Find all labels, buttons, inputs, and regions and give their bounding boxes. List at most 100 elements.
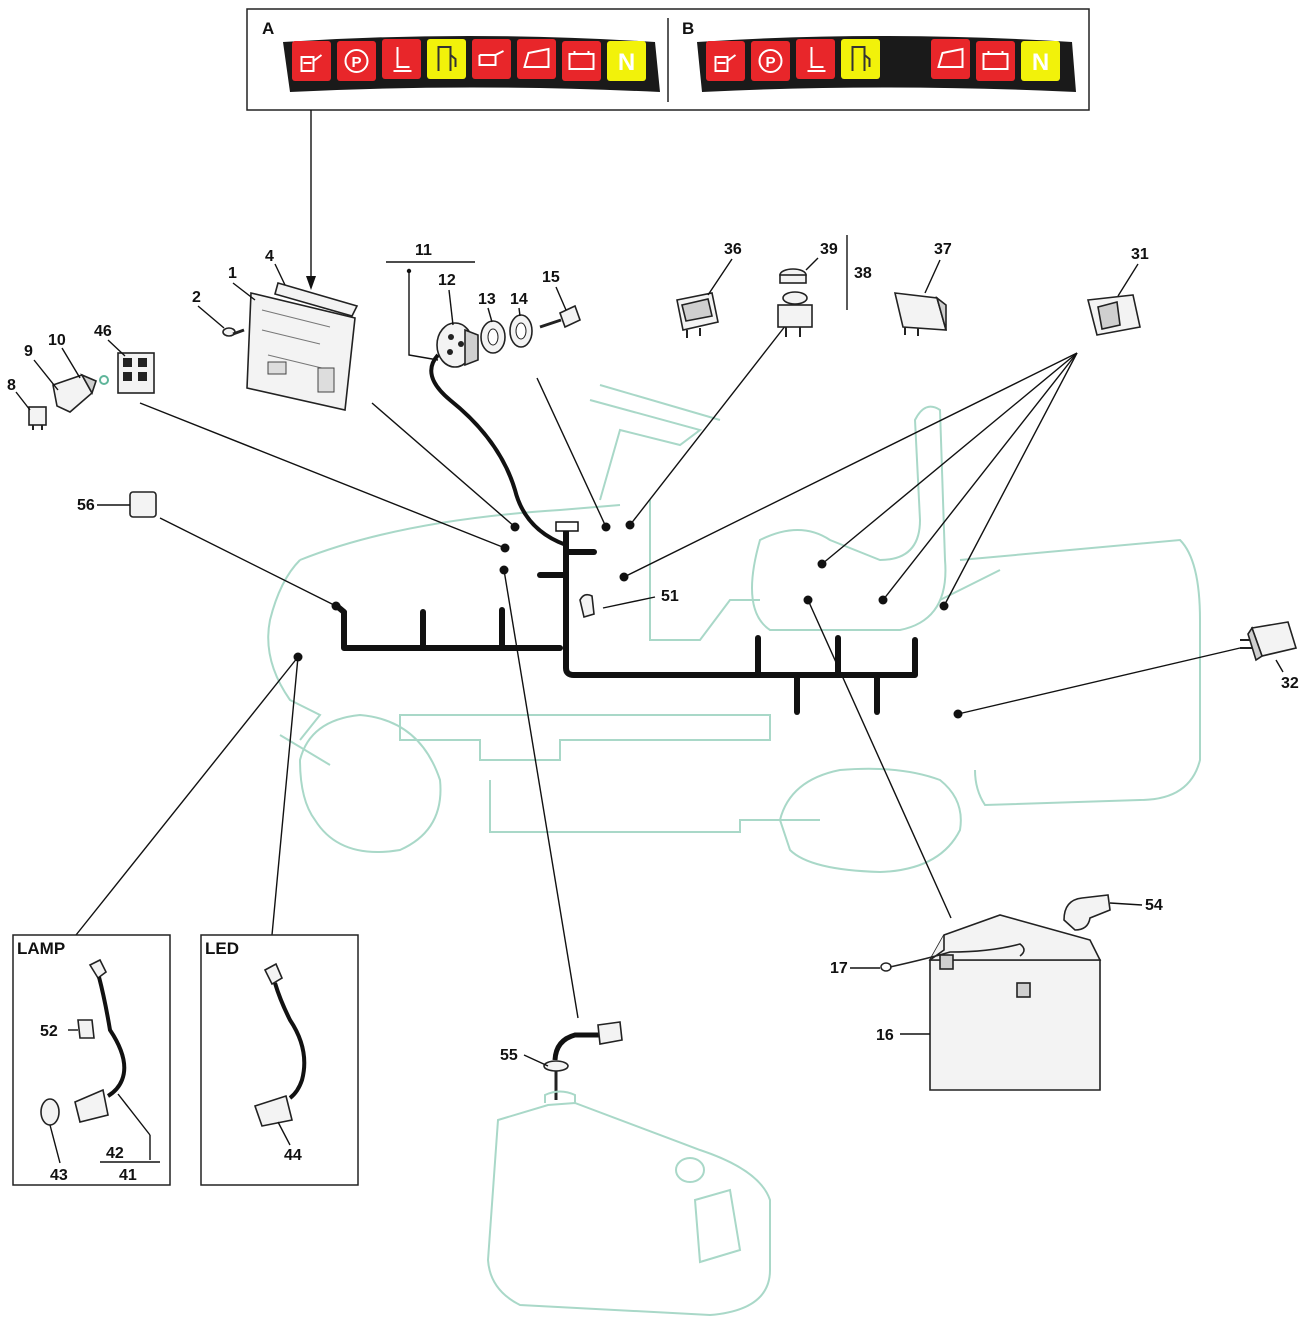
callout-16: 16: [876, 1027, 894, 1044]
relay-pin: [99, 375, 109, 385]
callout-numbers: 1 2 4 8 9 10 11 12 13 14 15 16 17 31 32 …: [7, 241, 1299, 1184]
callout-15: 15: [542, 269, 560, 286]
switch-36: [676, 292, 719, 338]
hood-outline: [267, 559, 322, 741]
fuse-8: [28, 406, 47, 430]
callout-2: 2: [192, 289, 201, 306]
callout-36: 36: [724, 241, 742, 258]
callout-8: 8: [7, 377, 16, 394]
callout-17: 17: [830, 960, 848, 977]
callout-46: 46: [94, 323, 112, 340]
front-wheel-outline: [298, 713, 442, 853]
neutral-icon: N: [618, 49, 635, 76]
parking-brake-icon: P: [344, 49, 369, 73]
panel-a-lamp-grass-bag-icon: [517, 39, 556, 79]
panel-a-lamp-oil-icon: [472, 39, 511, 79]
callout-56: 56: [77, 497, 95, 514]
tractor-ghost-outline: [267, 384, 1201, 874]
battery-icon: [568, 51, 595, 70]
bulb-holder-42: [74, 1088, 109, 1123]
callout-42: 42: [106, 1145, 124, 1162]
battery-16: [928, 914, 1102, 1091]
screw-2: [222, 327, 245, 337]
callout-13: 13: [478, 291, 496, 308]
panel-b-lamp-fuel-icon: [841, 39, 880, 79]
fuel-tank-outline: [486, 1090, 771, 1317]
rear-wheel-outline: [778, 767, 962, 874]
rear-body-outline: [959, 538, 1201, 807]
panel-a-lamp-parking-brake-icon: [337, 41, 376, 81]
switch-37: [893, 292, 948, 336]
led-holder-44: [253, 1094, 293, 1127]
key-15: [539, 304, 581, 329]
panel-b-lamp-battery-icon: [976, 41, 1015, 81]
callout-4: 4: [265, 248, 274, 265]
led-variant-box: LED: [200, 934, 359, 1186]
callout-32: 32: [1281, 675, 1299, 692]
callout-39: 39: [820, 241, 838, 258]
fuel-icon: [851, 46, 871, 71]
seat-icon: [807, 47, 826, 72]
leader-lines: [75, 324, 1241, 1019]
grass-bag-icon: [523, 47, 550, 68]
oil-icon: [478, 50, 504, 66]
panel-b-lamp-grass-bag-icon: [931, 39, 970, 79]
battery-icon: [982, 51, 1009, 70]
seat-outline: [751, 405, 947, 631]
nut-14: [509, 314, 533, 348]
panel-b-lamp-empty-slot: [886, 39, 925, 79]
panel-a-lamp-engine-lamp-icon: [292, 41, 331, 81]
relay-9-10: [52, 373, 97, 413]
clip-51: [579, 593, 595, 619]
terminal-cap-54: [1063, 894, 1111, 931]
neutral-icon-text: N: [1032, 49, 1049, 76]
bulb-43: [40, 1098, 60, 1126]
panel-a-lamp-fuel-icon: [427, 39, 466, 79]
lamp-variant-box: LAMP: [12, 934, 171, 1186]
seat-icon: [393, 47, 412, 72]
grass-bag-icon: [937, 47, 964, 68]
panel-b-lamp-seat-icon: [796, 39, 835, 79]
chassis-outline: [399, 714, 771, 761]
neutral-icon-text: N: [618, 49, 635, 76]
hood-top-outline: [299, 504, 621, 561]
callout-52: 52: [40, 1023, 58, 1040]
callout-10: 10: [48, 332, 66, 349]
parking-brake-icon-text: P: [765, 54, 775, 71]
fuel-icon: [437, 46, 457, 71]
main-wiring-harness: [335, 353, 918, 715]
neutral-icon: N: [1032, 49, 1049, 76]
panel-b-lamp-parking-brake-icon: [751, 41, 790, 81]
label-strip-4: [274, 282, 359, 317]
engine-lamp-icon: [300, 54, 323, 72]
callout-41: 41: [119, 1167, 137, 1184]
callout-38: 38: [854, 265, 872, 282]
lamp-box-title: LAMP: [17, 939, 65, 958]
variant-a-label: A: [262, 19, 274, 38]
callout-43: 43: [50, 1167, 68, 1184]
variant-b-label: B: [682, 19, 694, 38]
panel-a-lamp-seat-icon: [382, 39, 421, 79]
engine-lamp-icon: [714, 54, 737, 72]
harness-connector-top: [555, 521, 579, 532]
clip-52: [77, 1019, 95, 1039]
panel-b-lamp-engine-lamp-icon: [706, 41, 745, 81]
nut-13: [480, 320, 506, 354]
panel-b-lamp-neutral-icon: [1021, 41, 1060, 81]
callout-1: 1: [228, 265, 237, 282]
ignition-switch-12: [436, 322, 479, 368]
parking-brake-icon: P: [758, 49, 783, 73]
callout-14: 14: [510, 291, 528, 308]
sensor-32: [1240, 621, 1298, 662]
callout-ticks: [15, 257, 1284, 1164]
callout-9: 9: [24, 343, 33, 360]
panel-a-lamp-battery-icon: [562, 41, 601, 81]
circuit-board-1: [246, 291, 356, 411]
key-switch-cable: [429, 353, 567, 547]
panel-a-lamp-neutral-icon: [607, 41, 646, 81]
steering-outline: [589, 399, 703, 501]
fuel-sender-55: [543, 1021, 623, 1100]
callout-54: 54: [1145, 897, 1163, 914]
